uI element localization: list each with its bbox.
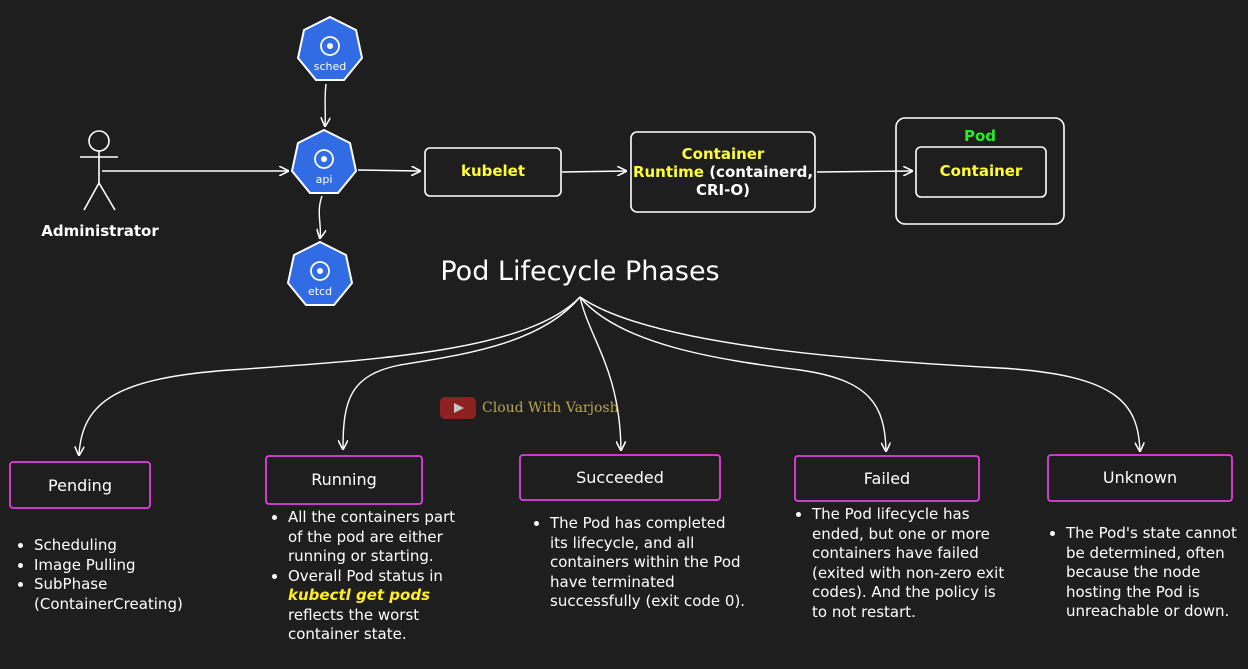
watermark-text: Cloud With Varjosh xyxy=(482,400,619,416)
sched-label: sched xyxy=(313,60,347,73)
list-item: The Pod's state cannot be determined, of… xyxy=(1066,524,1248,622)
arrow-api-to-etcd xyxy=(319,195,322,238)
diagram-title: Pod Lifecycle Phases xyxy=(440,256,720,287)
container-label: Container xyxy=(939,162,1023,180)
succeeded-box xyxy=(519,454,721,501)
failed-notes: The Pod lifecycle has ended, but one or … xyxy=(790,505,1008,622)
kubectl-command: kubectl get pods xyxy=(288,586,431,604)
arrow-api-to-kubelet xyxy=(357,170,420,171)
unknown-notes: The Pod's state cannot be determined, of… xyxy=(1044,524,1248,622)
api-icon xyxy=(290,128,358,194)
runtime-line3: CRI-O) xyxy=(696,181,750,199)
branch-to-running xyxy=(343,296,581,449)
running-notes: All the containers part of the pod are e… xyxy=(266,508,466,645)
list-item: The Pod lifecycle has ended, but one or … xyxy=(812,505,1008,622)
unknown-box xyxy=(1047,454,1233,502)
branch-to-succeeded xyxy=(579,296,621,450)
phase-failed-label: Failed xyxy=(863,469,911,488)
arrow-sched-to-api xyxy=(325,83,326,126)
runtime-line2-highlight: Runtime xyxy=(632,163,704,181)
kubelet-box xyxy=(424,147,562,197)
etcd-label: etcd xyxy=(307,285,333,298)
running-box xyxy=(265,455,423,505)
branch-to-unknown xyxy=(579,296,1140,451)
youtube-icon xyxy=(440,397,476,419)
runtime-line2-rest: (containerd, xyxy=(703,163,814,181)
container-runtime-box xyxy=(630,131,816,213)
pod-box xyxy=(895,117,1065,225)
succeeded-notes: The Pod has completed its lifecycle, and… xyxy=(528,514,746,612)
administrator-label: Administrator xyxy=(41,222,159,240)
pending-notes: Scheduling Image Pulling SubPhase (Conta… xyxy=(12,536,224,614)
administrator-figure-icon xyxy=(80,130,118,211)
failed-box xyxy=(794,455,980,502)
list-item: Image Pulling xyxy=(34,556,224,576)
runtime-line1: Container xyxy=(681,145,765,163)
phase-unknown-label: Unknown xyxy=(1102,468,1178,487)
branch-to-pending xyxy=(79,296,581,455)
sched-icon xyxy=(296,15,364,81)
watermark: Cloud With Varjosh xyxy=(440,396,619,420)
container-box xyxy=(915,146,1047,198)
arrow-runtime-to-pod xyxy=(816,171,912,172)
phase-running-label: Running xyxy=(311,470,377,489)
arrow-kubelet-to-runtime xyxy=(561,171,626,172)
etcd-icon xyxy=(286,240,354,306)
list-item: The Pod has completed its lifecycle, and… xyxy=(550,514,746,612)
api-label: api xyxy=(315,173,333,186)
phase-succeeded-label: Succeeded xyxy=(576,468,664,487)
container-runtime-label: Container Runtime (containerd, CRI-O) xyxy=(631,145,815,199)
phase-pending-label: Pending xyxy=(48,476,112,495)
pending-box xyxy=(9,461,151,509)
branch-to-failed xyxy=(579,296,886,451)
list-item: All the containers part of the pod are e… xyxy=(288,508,466,567)
list-item: Scheduling xyxy=(34,536,224,556)
kubelet-label: kubelet xyxy=(460,162,526,180)
list-item: SubPhase (ContainerCreating) xyxy=(34,575,224,614)
pod-label: Pod xyxy=(963,127,997,145)
list-item: Overall Pod status in kubectl get pods r… xyxy=(288,567,466,645)
